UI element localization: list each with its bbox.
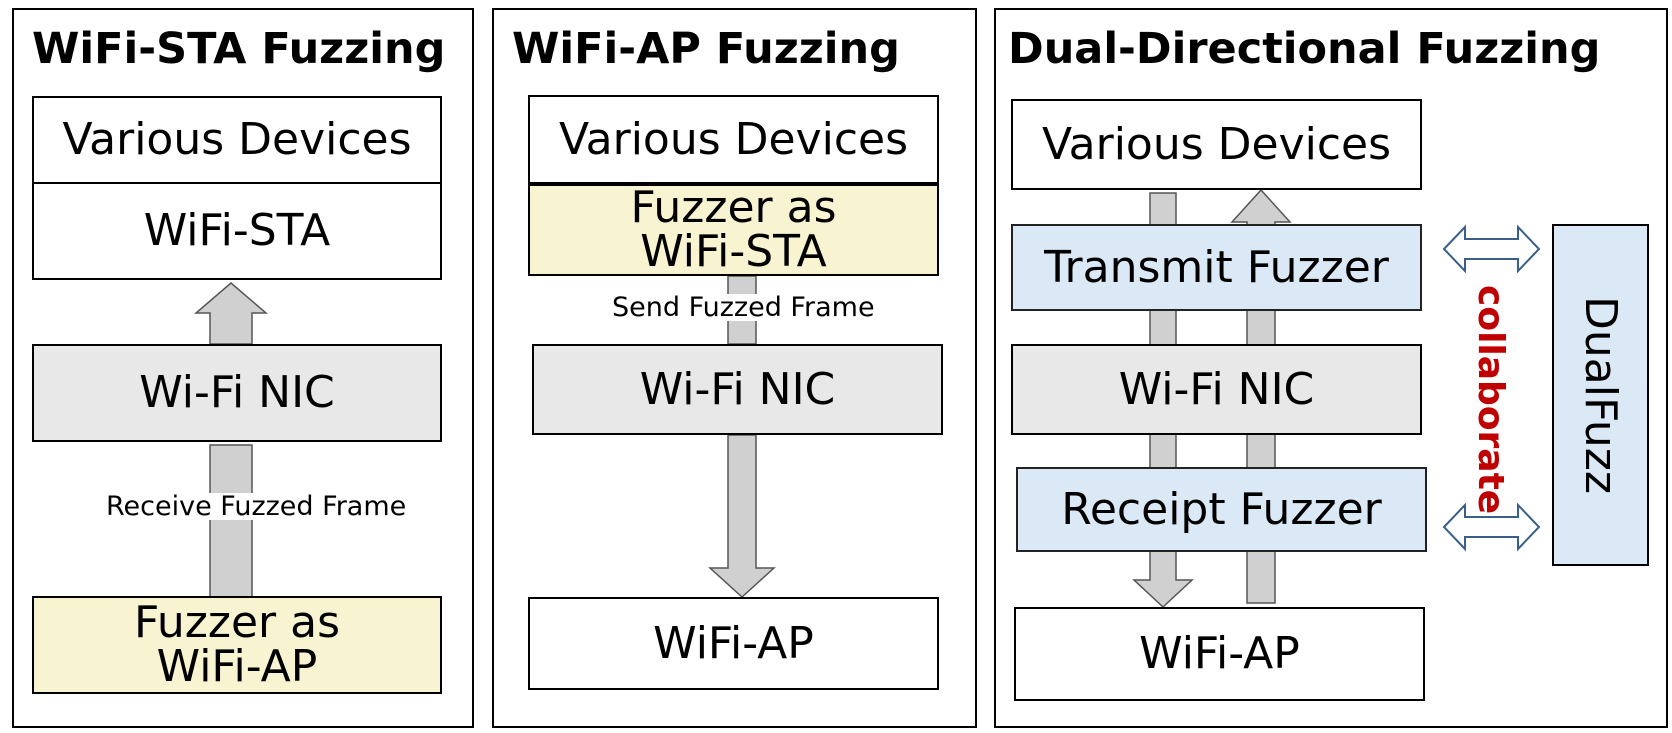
panel-wifi-sta-fuzzing bbox=[12, 8, 474, 728]
fuzzer-line1: Fuzzer as bbox=[133, 597, 340, 648]
receive-arrow-upper bbox=[193, 282, 269, 345]
panel-ap-title: WiFi-AP Fuzzing bbox=[512, 24, 900, 74]
various-devices-box: Various Devices bbox=[1011, 99, 1422, 190]
fuzzer-as-wifi-sta-box: Fuzzer as WiFi-STA bbox=[528, 184, 939, 276]
various-devices-box: Various Devices bbox=[32, 96, 442, 184]
panel-wifi-ap-fuzzing bbox=[492, 8, 977, 728]
receipt-fuzzer-box: Receipt Fuzzer bbox=[1016, 467, 1427, 552]
fuzzer-line2: WiFi-AP bbox=[156, 641, 318, 692]
collaborate-label: collaborate bbox=[1470, 285, 1511, 515]
transmit-fuzzer-box: Transmit Fuzzer bbox=[1011, 224, 1422, 311]
dualfuzz-label: DualFuzz bbox=[1575, 296, 1626, 494]
fuzzer-line1: Fuzzer as bbox=[630, 182, 837, 233]
dualfuzz-box: DualFuzz bbox=[1552, 224, 1649, 566]
collab-arrow-top bbox=[1442, 224, 1541, 274]
fuzzer-line2: WiFi-STA bbox=[640, 226, 827, 277]
receive-fuzzed-frame-label: Receive Fuzzed Frame bbox=[106, 491, 407, 522]
collab-arrow-bottom bbox=[1442, 502, 1541, 552]
wifi-sta-box: WiFi-STA bbox=[32, 182, 442, 280]
wifi-ap-box: WiFi-AP bbox=[1014, 607, 1425, 701]
wifi-nic-box: Wi-Fi NIC bbox=[532, 344, 943, 435]
send-fuzzed-frame-label: Send Fuzzed Frame bbox=[612, 292, 875, 323]
wifi-nic-box: Wi-Fi NIC bbox=[1011, 344, 1422, 435]
wifi-ap-box: WiFi-AP bbox=[528, 597, 939, 690]
wifi-nic-box: Wi-Fi NIC bbox=[32, 344, 442, 442]
panel-dual-directional-fuzzing bbox=[994, 8, 1668, 728]
various-devices-box: Various Devices bbox=[528, 95, 939, 184]
panel-sta-title: WiFi-STA Fuzzing bbox=[32, 24, 446, 74]
panel-dual-title: Dual-Directional Fuzzing bbox=[1008, 24, 1601, 74]
send-arrow bbox=[708, 434, 776, 599]
fuzzer-as-wifi-ap-box: Fuzzer as WiFi-AP bbox=[32, 596, 442, 694]
